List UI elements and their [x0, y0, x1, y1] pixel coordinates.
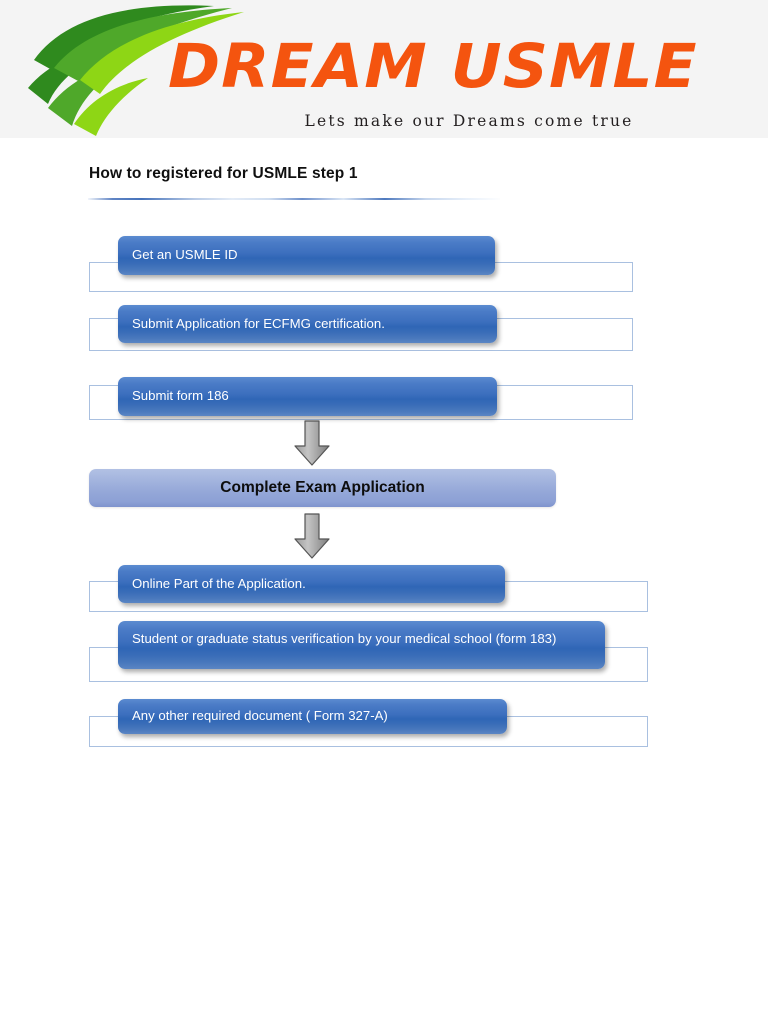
flow-step-submit-form-186[interactable]: Submit form 186 [118, 377, 497, 416]
flow-step-ecfmg-application[interactable]: Submit Application for ECFMG certificati… [118, 305, 497, 343]
page-title: How to registered for USMLE step 1 [89, 165, 358, 182]
title-underline-rule [88, 198, 500, 200]
flow-step-online-part-application[interactable]: Online Part of the Application. [118, 565, 505, 603]
brand-wordmark: DREAM USMLE [168, 31, 698, 102]
flow-step-complete-exam-application[interactable]: Complete Exam Application [89, 469, 556, 507]
site-header-banner: DREAM USMLE Lets make our Dreams come tr… [0, 0, 768, 138]
brand-tagline: Lets make our Dreams come true [304, 112, 634, 130]
flow-step-status-verification-form-183[interactable]: Student or graduate status verification … [118, 621, 605, 669]
arrow-down-icon-1 [294, 420, 330, 466]
arrow-down-icon-2 [294, 513, 330, 559]
dream-usmle-swoosh-logo-icon [28, 5, 244, 136]
flow-step-get-usmle-id[interactable]: Get an USMLE ID [118, 236, 495, 275]
flow-step-other-required-document-form-327a[interactable]: Any other required document ( Form 327-A… [118, 699, 507, 734]
